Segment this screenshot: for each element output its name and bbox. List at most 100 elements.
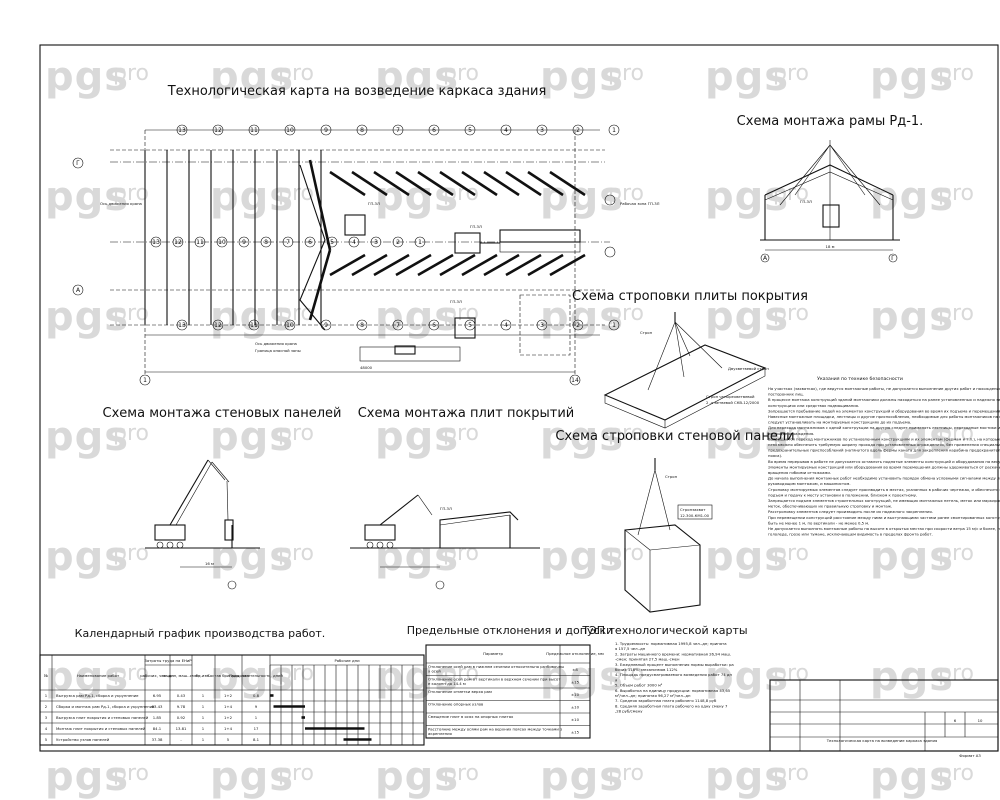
safety-line: Строповку монтируемых элементов следует … [768, 487, 1000, 492]
plan-crane-label-3: ГП-3Л [450, 299, 462, 304]
axis-label: 7 [286, 239, 290, 246]
watermark-brand: pgs [45, 534, 129, 580]
sheet-frame [39, 44, 999, 752]
axis-marker [464, 319, 476, 331]
tep-title: ТЭП технологической карты [581, 624, 747, 637]
watermark-sub: pro [608, 541, 644, 566]
axis-label: 4 [504, 322, 508, 329]
stamp-sheet-no: 6 [954, 718, 957, 723]
watermark-brand: pgs [540, 654, 624, 700]
tep-item: 1. Трудоемкость: нормативная 1995,8 чел.… [615, 641, 727, 646]
watermark-sub: pro [773, 541, 809, 566]
tep-item: 3. Ежедневный процент выполнения нормы в… [615, 662, 734, 667]
schedule-cell: 5 [45, 737, 48, 742]
axis-marker [608, 319, 620, 331]
tolerance-param: Смещение плит в осях на опорных плитах [428, 714, 514, 719]
wall-mount-scheme: 16 м [145, 459, 260, 590]
schedule-cell: 0.92 [177, 715, 186, 720]
axis-label: 1 [612, 322, 616, 329]
safety-line: Не допускается выполнять монтажные работ… [768, 526, 1000, 531]
slab-label-1: Строп [640, 330, 653, 335]
axis-label: 7 [396, 322, 400, 329]
plan-dim-total: 48000 [360, 365, 373, 370]
watermark-sub: pro [113, 301, 149, 326]
schedule-cell: 83.43 [152, 704, 163, 709]
watermark-brand: pgs [210, 534, 294, 580]
slab-mount-crane: ГП-3Л [440, 506, 452, 511]
axis-label: 2 [576, 322, 580, 329]
plan-legend-2: Ось движения крана [255, 341, 297, 346]
tolerance-param: Отклонение осей рам в нижнем сечении отн… [428, 664, 564, 669]
watermark-brand: pgs [540, 294, 624, 340]
watermark-brand: pgs [45, 414, 129, 460]
axis-marker [428, 319, 440, 331]
watermark-sub: pro [443, 421, 479, 446]
axis-marker [572, 319, 584, 331]
schedule-cell: 5 [227, 737, 230, 742]
watermark-sub: pro [278, 301, 314, 326]
axis-label: 13 [178, 127, 186, 134]
watermark-sub: pro [113, 421, 149, 446]
axis-marker [356, 319, 368, 331]
watermark-sub: pro [938, 661, 974, 686]
safety-line: При перемещении конструкций расстояние м… [768, 515, 1000, 520]
schedule-cell: Монтаж плит покрытия и стеновых панелей [56, 726, 146, 731]
tolerance-param: х осей [428, 669, 441, 674]
tolerance-param: Отклонение опорных узлов [428, 702, 484, 707]
safety-line: пояса). [768, 453, 782, 458]
axis-marker [392, 319, 404, 331]
wall-sling-label-2: Стропзахват [680, 507, 706, 512]
axis-label: 11 [250, 127, 258, 134]
watermark-sub: pro [113, 181, 149, 206]
axis-marker [282, 236, 294, 248]
schedule-cell: 1 [202, 704, 205, 709]
watermark-sub: pro [608, 421, 644, 446]
schedule-cell: 6.95 [153, 693, 162, 698]
schedule-cell: 1 [202, 726, 205, 731]
frame-span: 18 м [826, 244, 835, 249]
watermark-brand: pgs [705, 54, 789, 100]
axis-label: 9 [324, 322, 328, 329]
safety-line: Во время перерывов в работе не допускает… [768, 459, 1000, 464]
watermark-sub: pro [443, 661, 479, 686]
tep-item: 8. Средняя заработная плата рабочего на … [615, 703, 728, 708]
schedule-cell: 17 [254, 726, 259, 731]
schedule-header: Наименование работ [77, 673, 120, 678]
axis-label: 2 [576, 127, 580, 134]
slab-label-4: 2 -х ветвевой СКВ-12/2000 [706, 400, 760, 405]
watermark-brand: pgs [870, 534, 954, 580]
stamp-title: Технологическая карта на возведение карк… [826, 738, 938, 743]
tolerance-header: Параметр [483, 651, 503, 656]
safety-line: До начала выполнения монтажных работ нео… [768, 476, 1000, 481]
safety-line: Запрещается пребывание людей на элемента… [768, 408, 1000, 413]
safety-line: На участках (захватках), где ведутся мон… [768, 386, 1000, 391]
safety-line: быть не менее 1 м, по вертикали - не мен… [768, 520, 869, 525]
tep-item: бочих 118%; механизмов 112% [615, 667, 678, 672]
watermark-brand: pgs [705, 174, 789, 220]
axis-marker [320, 319, 332, 331]
watermark-brand: pgs [45, 654, 129, 700]
watermark-brand: pgs [375, 294, 459, 340]
watermark-brand: pgs [375, 654, 459, 700]
watermark-brand: pgs [705, 534, 789, 580]
safety-notes: Указания по технике безопасности На учас… [768, 376, 1000, 537]
watermark-brand: pgs [210, 654, 294, 700]
watermark-brand: pgs [540, 174, 624, 220]
watermark-sub: pro [443, 301, 479, 326]
axis-marker [216, 236, 228, 248]
schedule-cell: 1 [202, 737, 205, 742]
slab-sling-scheme: Строп Двухветвевой строп Строп четырехве… [603, 312, 769, 429]
schedule-cell: Сборка и монтаж рам Рд-1, сборка и укруп… [56, 704, 155, 709]
schedule-header: рабочих, чел.-дн [140, 673, 174, 678]
schedule-cell: 8.1 [253, 737, 260, 742]
axis-label: 3 [374, 239, 378, 246]
watermark-brand: pgs [540, 54, 624, 100]
axis-label: 4 [504, 127, 508, 134]
watermark-sub: pro [773, 61, 809, 86]
watermark-sub: pro [938, 181, 974, 206]
schedule-cell: 1 [45, 693, 48, 698]
axis-label: 3 [540, 322, 544, 329]
axis-marker [260, 236, 272, 248]
schedule-cell: 1 [202, 693, 205, 698]
slab-mount-title: Схема монтажа плит покрытий [358, 406, 575, 421]
